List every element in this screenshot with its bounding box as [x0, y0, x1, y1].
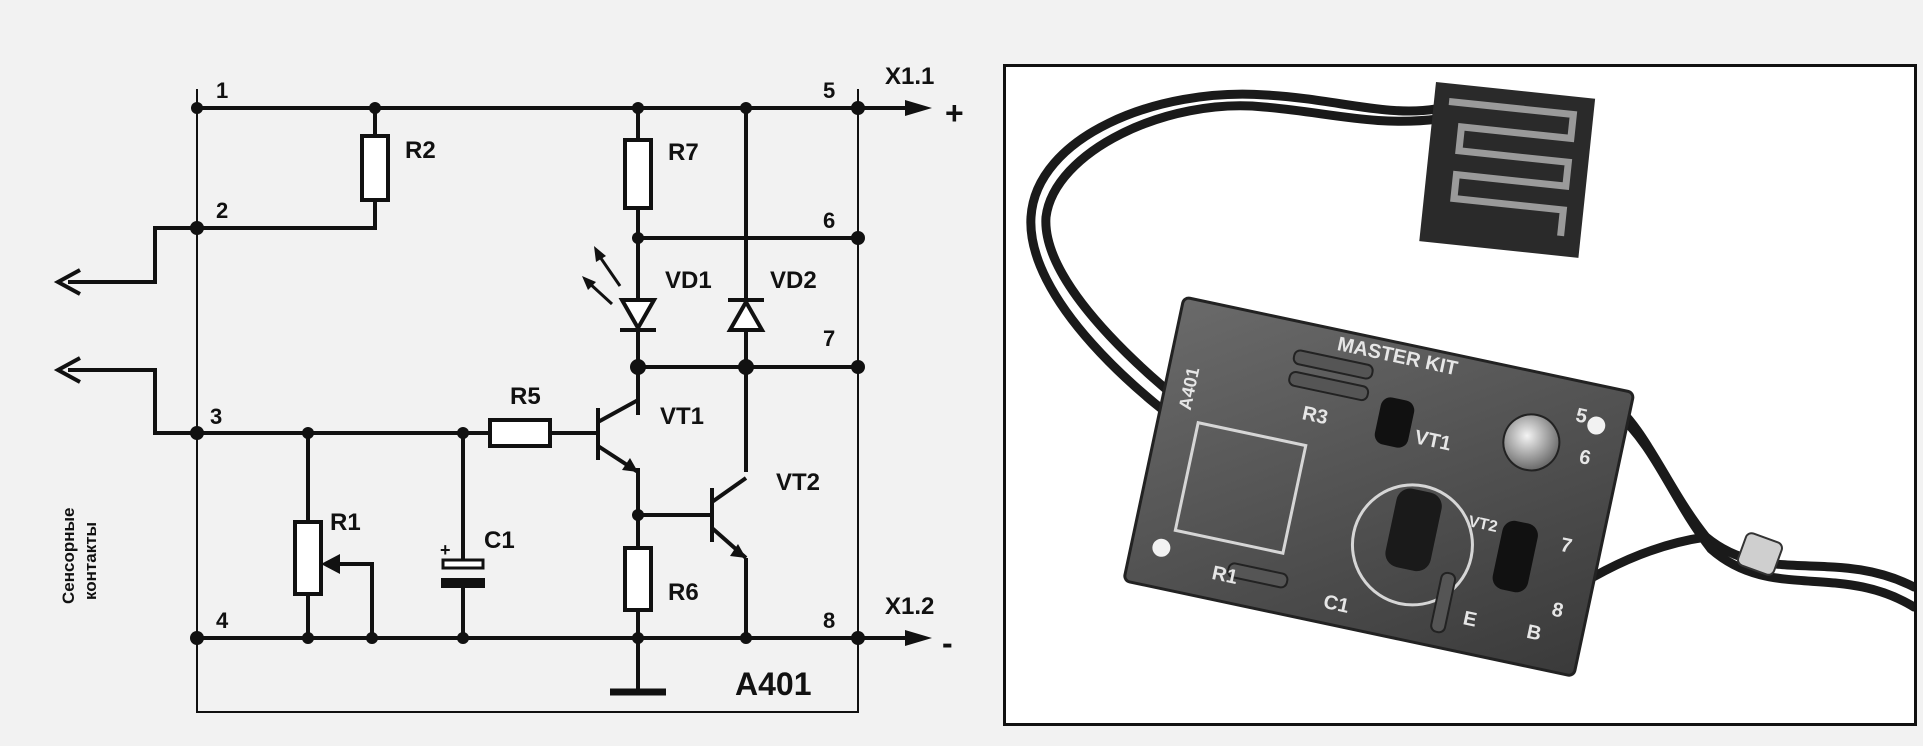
silk-e: E — [1461, 607, 1479, 631]
transistor-vt1-body — [1374, 397, 1415, 448]
silk-5: 5 — [1574, 404, 1589, 428]
silk-7: 7 — [1558, 534, 1573, 558]
sensor-contacts — [53, 268, 81, 384]
silk-8: 8 — [1550, 599, 1565, 623]
node-label-6: 6 — [823, 208, 835, 233]
sensor-wire-top — [68, 226, 199, 284]
terminal-plus-label: + — [945, 95, 964, 131]
transistor-vt2-body — [1492, 520, 1538, 593]
capacitor-c1 — [441, 558, 485, 588]
silk-r1: R1 — [1210, 562, 1240, 589]
r6-label: R6 — [668, 579, 699, 606]
r5-label: R5 — [510, 383, 541, 410]
circuit-schematic: 1 2 3 4 5 6 7 8 X1.1 + X1.2 - R2 R7 VD1 … — [53, 63, 964, 713]
resistor-r2 — [360, 134, 390, 202]
terminal-arrow-plus — [905, 100, 932, 116]
diode-vd2 — [726, 297, 766, 332]
assembled-kit-photo: MASTER KIT R1 C1 R3 VT1 VT2 E B 6 7 8 5 … — [1026, 82, 1914, 677]
sensor-wire-bottom — [68, 368, 199, 435]
resistor-r5 — [488, 418, 552, 448]
node-label-8: 8 — [823, 608, 835, 633]
resistor-r7 — [623, 138, 653, 210]
potentiometer-r1 — [293, 520, 323, 596]
silk-6: 6 — [1577, 446, 1592, 470]
vt2-label: VT2 — [776, 469, 820, 496]
sensor-label-line1: Сенсорные — [59, 508, 78, 604]
vd1-label: VD1 — [665, 267, 712, 294]
transistor-vt2 — [710, 476, 748, 560]
silk-r3: R3 — [1300, 402, 1330, 429]
photo-panel: MASTER KIT R1 C1 R3 VT1 VT2 E B 6 7 8 5 … — [1003, 64, 1917, 726]
node-label-1: 1 — [216, 78, 228, 103]
terminal-x12-label: X1.2 — [885, 593, 934, 620]
silk-vt2: VT2 — [1467, 513, 1499, 536]
module-outline — [196, 89, 859, 713]
r7-label: R7 — [668, 139, 699, 166]
junction-dots — [190, 101, 865, 645]
terminal-minus-label: - — [942, 625, 953, 661]
terminal-x11-label: X1.1 — [885, 63, 934, 90]
terminal-arrow-minus — [905, 630, 932, 646]
vd2-label: VD2 — [770, 267, 817, 294]
sensor-plate — [1419, 82, 1596, 258]
silk-b: B — [1525, 621, 1544, 646]
heat-shrink — [1737, 532, 1783, 576]
led-vd1-body — [1502, 413, 1561, 472]
c1-polarity-label: + — [440, 540, 451, 560]
transistor-vt1 — [596, 398, 640, 474]
node-label-2: 2 — [216, 198, 228, 223]
potentiometer-wiper — [321, 554, 340, 574]
c1-label: C1 — [484, 527, 515, 554]
led-vd1 — [582, 246, 658, 333]
node-label-4: 4 — [216, 608, 229, 633]
node-label-7: 7 — [823, 326, 835, 351]
silk-c1: C1 — [1321, 591, 1351, 618]
module-label: A401 — [735, 666, 812, 702]
node-label-3: 3 — [210, 404, 222, 429]
capacitor-c1-body — [1385, 488, 1442, 572]
r1-label: R1 — [330, 509, 361, 536]
vt1-label: VT1 — [660, 403, 704, 430]
node-label-5: 5 — [823, 78, 835, 103]
pcb-board: MASTER KIT R1 C1 R3 VT1 VT2 E B 6 7 8 5 … — [1123, 296, 1635, 677]
resistor-r6 — [623, 546, 653, 612]
schematic-panel: 1 2 3 4 5 6 7 8 X1.1 + X1.2 - R2 R7 VD1 … — [53, 63, 964, 713]
sensor-label-line2: контакты — [81, 522, 100, 600]
r2-label: R2 — [405, 137, 436, 164]
